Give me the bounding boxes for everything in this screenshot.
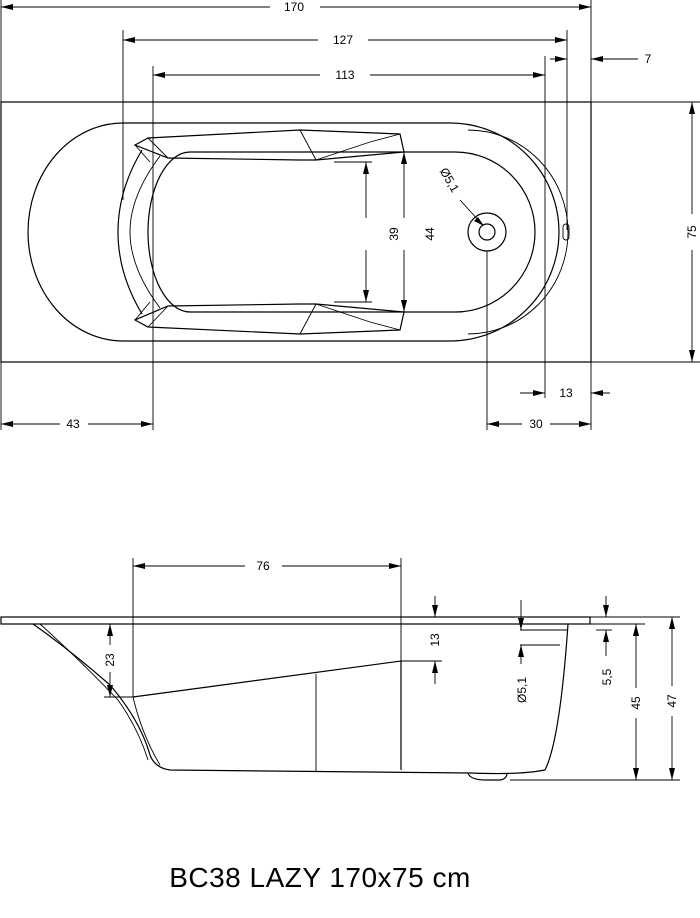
label-45: 45 <box>629 696 643 710</box>
label-44: 44 <box>423 227 437 241</box>
label-drain-diameter: Ø5,1 <box>437 165 462 195</box>
tub-inner-profile <box>39 623 149 761</box>
side-view: 76 23 13 Ø5,1 <box>0 558 680 781</box>
dim-basin-length: 113 <box>152 56 546 430</box>
drain-side <box>467 772 508 781</box>
tub-outer-profile <box>32 623 569 775</box>
dim-overflow-height: 5,5 <box>596 596 614 685</box>
dim-left-offset: 43 <box>0 362 153 431</box>
dim-overflow-diameter: Ø5,1 <box>515 600 529 703</box>
dim-depth: 45 <box>510 623 645 781</box>
label-113: 113 <box>335 68 354 82</box>
dim-drain-diameter: Ø5,1 <box>437 165 484 226</box>
dim-armrest-length: 76 <box>132 558 402 697</box>
drain <box>467 212 507 252</box>
rim-profile <box>0 616 591 625</box>
dim-inner-length: 127 <box>122 30 568 230</box>
label-13-side: 13 <box>428 633 442 647</box>
label-43: 43 <box>66 417 80 431</box>
dim-armrest-height: 13 <box>401 596 442 684</box>
overflow-top <box>562 223 570 241</box>
dim-rim-offset: 7 <box>550 52 652 66</box>
label-30: 30 <box>529 417 543 431</box>
basin-outline <box>147 151 536 313</box>
label-76: 76 <box>256 559 270 573</box>
label-170: 170 <box>284 0 304 14</box>
dim-back-height: 23 <box>103 624 133 698</box>
label-13: 13 <box>559 386 573 400</box>
top-view: 170 127 113 7 <box>0 0 700 431</box>
label-39: 39 <box>387 227 401 241</box>
dim-total-height: 47 <box>590 616 680 781</box>
label-23: 23 <box>103 653 117 667</box>
headrest-inner <box>129 155 161 309</box>
tub-rim-outline <box>0 101 592 363</box>
label-7: 7 <box>645 52 652 66</box>
headrest-outline <box>117 149 143 315</box>
drawing-title: BC38 LAZY 170x75 cm <box>169 862 471 893</box>
dim-right-offset: 13 <box>520 386 610 400</box>
dim-armrest-inner: 39 <box>334 161 401 303</box>
dim-drain-offset: 30 <box>486 251 592 431</box>
label-127: 127 <box>333 33 353 47</box>
label-overflow-diameter: Ø5,1 <box>515 677 529 703</box>
dim-width: 75 <box>591 101 700 363</box>
dim-armrest-outer: 44 <box>401 152 437 312</box>
dim-overall-length: 170 <box>0 0 592 102</box>
label-5-5: 5,5 <box>600 668 614 685</box>
tub-inner-outline <box>27 122 560 342</box>
armrest-side-profile <box>132 660 402 770</box>
label-75: 75 <box>685 225 699 239</box>
tub-inner-edge-right <box>467 129 569 335</box>
label-47: 47 <box>665 694 679 708</box>
